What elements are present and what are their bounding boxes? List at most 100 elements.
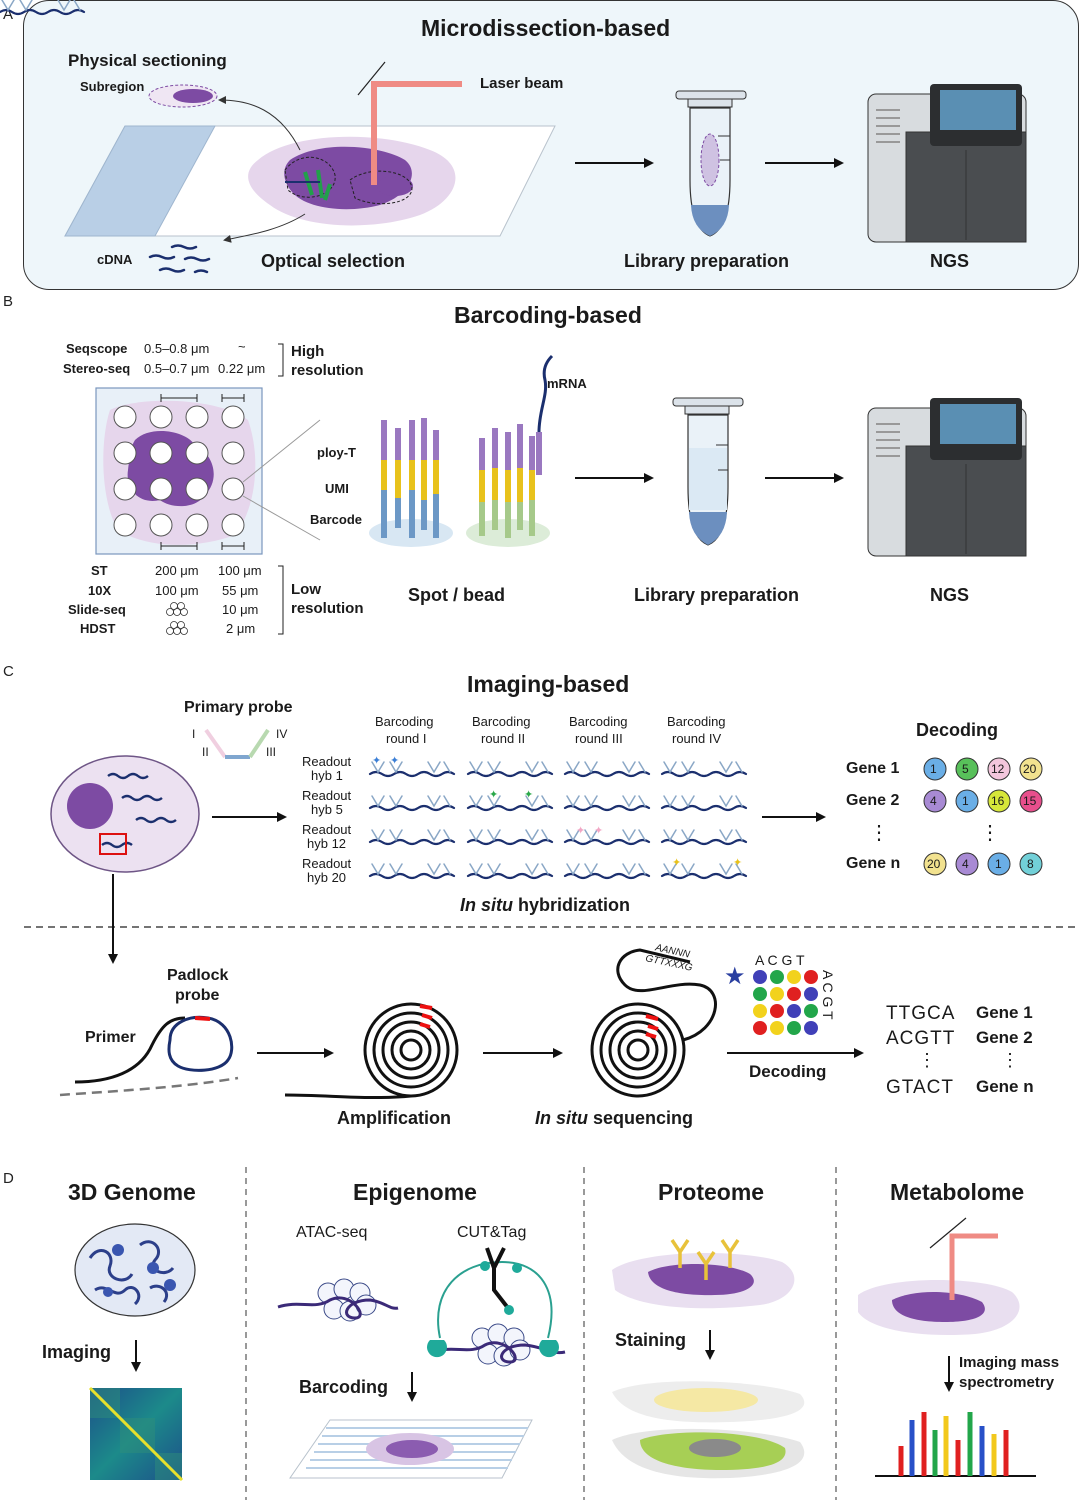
readout-4-line2: hyb 20	[307, 870, 347, 885]
seq-result-n: GTACT	[886, 1077, 954, 1098]
high-resolution-line2: resolution	[291, 362, 364, 379]
library-prep-b-label: Library preparation	[634, 585, 800, 605]
proteome-title: Proteome	[658, 1179, 765, 1205]
tube-b	[672, 397, 744, 546]
svg-text:✦: ✦	[489, 789, 498, 801]
ngs-machine-a	[867, 84, 1027, 243]
low-distance-slideseq: 10 μm	[222, 602, 259, 617]
stained-tissue	[612, 1239, 795, 1309]
low-distance-10x: 55 μm	[222, 583, 259, 598]
probe-roman-i: I	[192, 727, 196, 741]
round-2-line1: Barcoding	[472, 714, 531, 729]
barcode-label: Barcode	[310, 512, 363, 527]
low-method-hdst: HDST	[80, 621, 116, 636]
round-4-line1: Barcoding	[667, 714, 726, 729]
tissue-section	[248, 136, 456, 226]
seq-gene-2: Gene 2	[976, 1028, 1033, 1047]
genome-title: 3D Genome	[68, 1179, 196, 1205]
readout-3-line1: Readout	[302, 822, 352, 837]
gene-vdots-1: ⋮	[869, 822, 889, 844]
bead-cluster-slideseq	[166, 602, 188, 616]
code-g2-4: 15	[1023, 794, 1037, 808]
panel-d-letter: D	[3, 1170, 14, 1187]
panel-c-letter: C	[3, 663, 14, 680]
subregion-piece	[148, 84, 218, 108]
code-g2-1: 4	[930, 794, 937, 808]
panel-a-title: Microdissection-based	[421, 15, 671, 41]
code-g2-2: 1	[962, 794, 969, 808]
high-bracket	[278, 343, 284, 377]
primer-label: Primer	[85, 1029, 136, 1046]
padlock-probe	[59, 1015, 239, 1097]
gene-n-label: Gene n	[846, 855, 901, 872]
primary-probe-label: Primary probe	[184, 699, 293, 716]
svg-text:✦: ✦	[390, 755, 399, 767]
low-distance-hdst: 2 μm	[226, 621, 256, 636]
padlock-line2: probe	[175, 987, 220, 1004]
code-gn-3: 1	[995, 857, 1002, 871]
bead-2	[466, 354, 554, 547]
readout-2-line2: hyb 5	[311, 802, 343, 817]
gene-code-circles	[923, 757, 1043, 876]
hyb-grid: ✦✦ ✦✦ ✦✦ ✦✦	[0, 0, 748, 880]
svg-text:✦: ✦	[372, 755, 381, 767]
round-3-line2: round III	[575, 731, 623, 746]
svg-text:✦: ✦	[594, 825, 603, 837]
probe-roman-iii: III	[266, 745, 277, 759]
proteome-step: Staining	[615, 1330, 686, 1350]
seq-gene-n: Gene n	[976, 1077, 1034, 1096]
high-resolution-line1: High	[291, 343, 325, 360]
zoom-line-top	[242, 419, 321, 483]
readout-4-line1: Readout	[302, 856, 352, 871]
gene-2-label: Gene 2	[846, 792, 900, 809]
code-gn-2: 4	[962, 857, 969, 871]
panel-d-dividers	[245, 1167, 837, 1500]
high-method-seqscope: Seqscope	[66, 341, 128, 356]
readout-1-line1: Readout	[302, 754, 352, 769]
round-3-line1: Barcoding	[569, 714, 628, 729]
cdna-label: cDNA	[97, 252, 133, 267]
rca-spiral-1	[284, 1002, 459, 1100]
epigenome-step: Barcoding	[299, 1377, 389, 1397]
high-distance-stereoseq: 0.22 μm	[218, 361, 266, 376]
svg-text:✦: ✦	[672, 857, 681, 869]
arrow-to-cdna	[223, 213, 306, 243]
readout-1-line2: hyb 1	[311, 768, 343, 783]
code-g1-3: 12	[991, 762, 1005, 776]
hic-heatmap	[88, 1386, 184, 1482]
ngs-a-label: NGS	[930, 251, 970, 271]
high-diameter-stereoseq: 0.5–0.7 μm	[144, 361, 210, 376]
decoding-title: Decoding	[916, 720, 999, 740]
gene-1-label: Gene 1	[846, 760, 900, 777]
amplification-label: Amplification	[337, 1108, 452, 1128]
code-g1-4: 20	[1023, 762, 1037, 776]
mass-spectrum	[875, 1412, 1036, 1477]
probe-roman-ii: II	[202, 745, 209, 759]
panel-a-letter: A	[3, 6, 14, 23]
acgt-side: A C G T	[820, 970, 836, 1020]
low-method-slideseq: Slide-seq	[68, 602, 126, 617]
rca-spiral-2	[590, 948, 717, 1098]
metabolome-step-line1: Imaging mass	[959, 1354, 1060, 1371]
metabolome-step-line2: spectrometry	[959, 1374, 1055, 1391]
panel-b-letter: B	[3, 293, 14, 310]
code-g1-2: 5	[962, 762, 969, 776]
cut-tag-complex	[427, 1247, 566, 1367]
readout-3-line2: hyb 12	[307, 836, 347, 851]
laser-beam	[357, 61, 462, 185]
low-method-10x: 10X	[88, 583, 112, 598]
panel-b-title: Barcoding-based	[454, 302, 642, 328]
spot-bead-label: Spot / bead	[408, 585, 506, 605]
optical-selection-label: Optical selection	[261, 251, 406, 271]
spot-array	[95, 387, 263, 555]
code-g1-1: 1	[930, 762, 937, 776]
seq-result-1: TTGCA	[886, 1003, 956, 1024]
code-gn-4: 8	[1027, 857, 1034, 871]
ish-label: In situ hybridization	[460, 895, 630, 915]
acgt-top: A C G T	[755, 952, 805, 968]
code-g2-3: 16	[991, 794, 1005, 808]
nucleus	[74, 1223, 196, 1317]
arrow-to-subregion	[218, 96, 301, 151]
round-1-line1: Barcoding	[375, 714, 434, 729]
